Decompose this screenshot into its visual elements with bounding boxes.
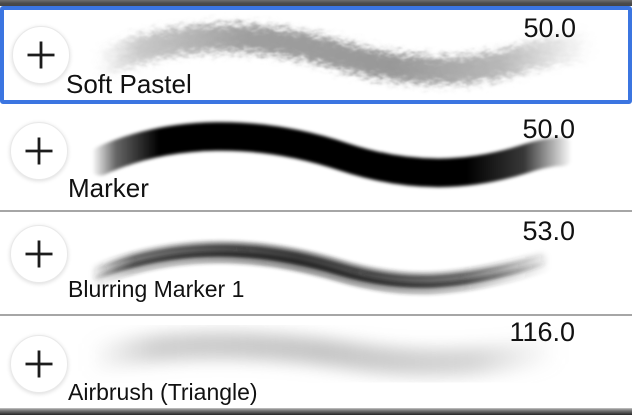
- row-divider: [0, 314, 632, 316]
- add-brush-button[interactable]: [10, 122, 68, 180]
- brush-name: Airbrush (Triangle): [68, 379, 258, 405]
- brush-name: Marker: [68, 173, 149, 203]
- brush-size-value: 50.0: [523, 13, 576, 43]
- plus-icon: [27, 41, 55, 69]
- plus-icon: [25, 137, 53, 165]
- bottom-toolbar-edge: [0, 408, 632, 415]
- add-brush-button[interactable]: [10, 335, 68, 393]
- brush-name: Soft Pastel: [66, 69, 192, 99]
- add-brush-button[interactable]: [10, 225, 68, 283]
- add-brush-button[interactable]: [12, 26, 70, 84]
- brush-size-value: 50.0: [522, 114, 575, 144]
- brush-size-value: 116.0: [509, 317, 575, 347]
- brush-list: Soft Pastel 50.0 Marker 50.0: [0, 6, 632, 408]
- brush-size-value: 53.0: [522, 216, 575, 246]
- brush-row-airbrush-triangle[interactable]: Airbrush (Triangle) 116.0: [0, 316, 632, 408]
- brush-row-marker[interactable]: Marker 50.0: [0, 104, 632, 210]
- plus-icon: [25, 240, 53, 268]
- top-toolbar-edge: [0, 0, 632, 6]
- plus-icon: [25, 350, 53, 378]
- brush-row-soft-pastel[interactable]: Soft Pastel 50.0: [0, 6, 632, 104]
- brush-row-blurring-marker-1[interactable]: Blurring Marker 1 53.0: [0, 212, 632, 314]
- row-divider: [0, 210, 632, 212]
- brush-name: Blurring Marker 1: [68, 276, 245, 302]
